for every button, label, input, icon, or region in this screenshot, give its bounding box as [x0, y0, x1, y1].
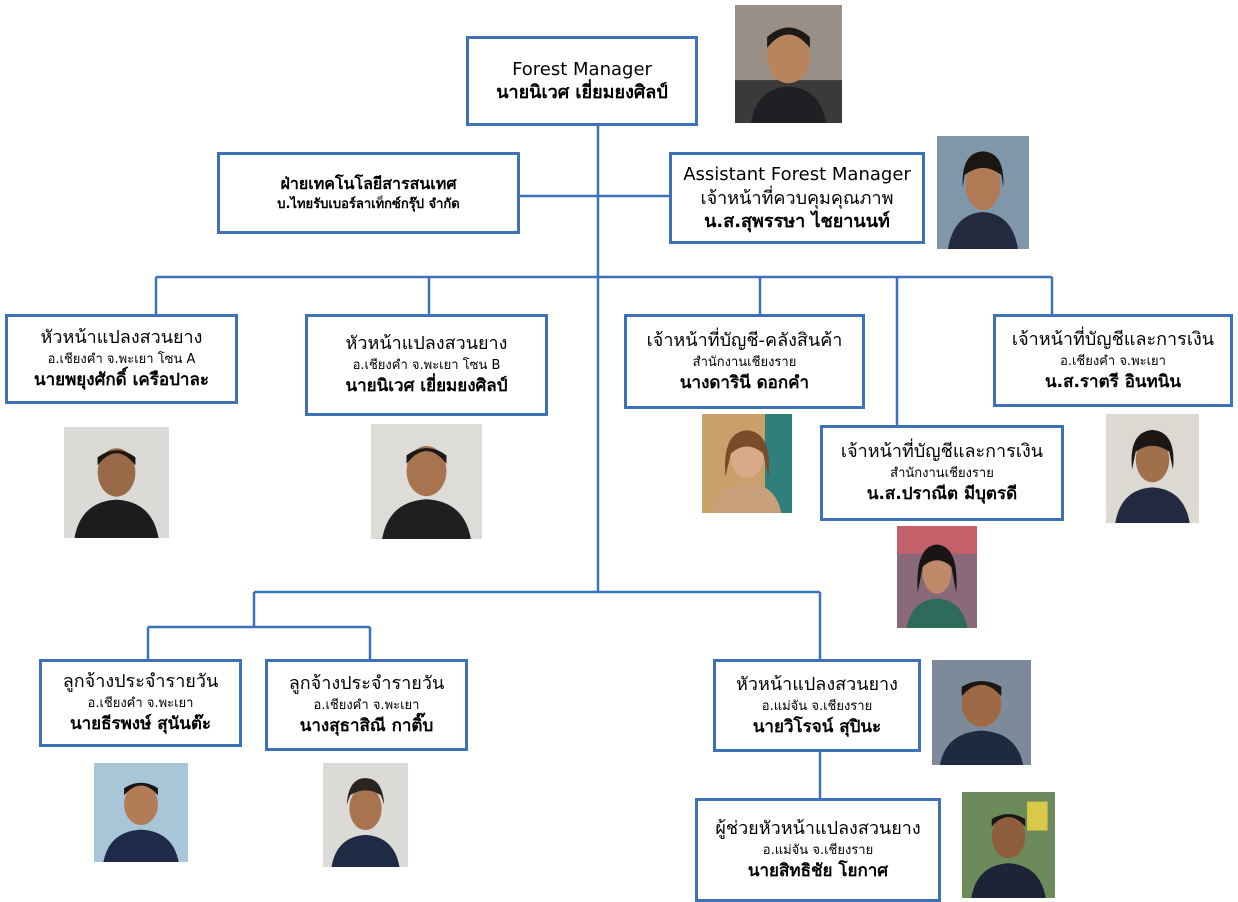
daily-1-title: ลูกจ้างประจำรายวัน [62, 671, 219, 692]
assistant-photo [937, 136, 1029, 249]
accounting-stock-title: เจ้าหน้าที่บัญชี-คลังสินค้า [646, 329, 843, 351]
daily-worker-2-box: ลูกจ้างประจำรายวัน อ.เชียงคำ จ.พะเยา นาง… [265, 659, 468, 751]
it-dept-title: ฝ่ายเทคโนโลยีสารสนเทศ [280, 173, 457, 193]
daily-1-name: นายธีรพงษ์ สุนันต๊ะ [69, 714, 212, 734]
finance-cr-name: น.ส.ปราณีต มีบุตรดี [866, 484, 1018, 504]
manager-name: นายนิเวศ เยี่ยมยงศิลป์ [496, 82, 668, 103]
head-mc-photo [932, 660, 1031, 765]
head-a-photo [64, 427, 169, 538]
manager-photo [735, 5, 842, 123]
finance-cr-location: สำนักงานเชียงราย [890, 466, 994, 481]
assistant-manager-box: Assistant Forest Manager เจ้าหน้าที่ควบค… [669, 152, 925, 244]
head-mc-title: หัวหน้าแปลงสวนยาง [736, 673, 898, 695]
finance-py-title: เจ้าหน้าที่บัญชีและการเงิน [1011, 328, 1215, 350]
assistant-head-maechan-box: ผู้ช่วยหัวหน้าแปลงสวนยาง อ.แม่จัน จ.เชีย… [695, 798, 941, 902]
head-b-title: หัวหน้าแปลงสวนยาง [345, 333, 508, 354]
head-a-location: อ.เชียงคำ จ.พะเยา โซน A [47, 352, 196, 367]
asst-head-mc-title: ผู้ช่วยหัวหน้าแปลงสวนยาง [715, 818, 921, 839]
daily-2-name: นางสุธาสิณี กาติ๊บ [299, 716, 434, 736]
asst-head-mc-photo [962, 792, 1055, 898]
finance-chiangrai-box: เจ้าหน้าที่บัญชีและการเงิน สำนักงานเชียง… [820, 425, 1064, 521]
asst-head-mc-name: นายสิทธิชัย โยกาศ [747, 861, 889, 881]
forest-manager-box: Forest Manager นายนิเวศ เยี่ยมยงศิลป์ [466, 36, 698, 126]
daily-2-title: ลูกจ้างประจำรายวัน [288, 673, 445, 694]
asst-head-mc-location: อ.แม่จัน จ.เชียงราย [762, 843, 874, 858]
it-department-box: ฝ่ายเทคโนโลยีสารสนเทศ บ.ไทยรับเบอร์ลาเท็… [217, 152, 520, 234]
daily-2-photo [323, 763, 408, 867]
head-mc-location: อ.แม่จัน จ.เชียงราย [761, 698, 873, 714]
assistant-position: เจ้าหน้าที่ควบคุมคุณภาพ [700, 188, 894, 209]
assistant-role: Assistant Forest Manager [683, 164, 911, 185]
head-a-title: หัวหน้าแปลงสวนยาง [40, 327, 203, 348]
head-a-name: นายพยุงศักดิ์ เครือปาละ [33, 370, 210, 390]
accounting-stock-photo [702, 414, 792, 513]
finance-py-name: น.ส.ราตรี อินทนิน [1045, 371, 1181, 392]
head-zone-b-box: หัวหน้าแปลงสวนยาง อ.เชียงคำ จ.พะเยา โซน … [305, 314, 548, 416]
finance-py-location: อ.เชียงคำ จ.พะเยา [1060, 353, 1166, 369]
head-b-location: อ.เชียงคำ จ.พะเยา โซน B [352, 358, 501, 373]
finance-py-photo [1106, 414, 1199, 523]
daily-2-location: อ.เชียงคำ จ.พะเยา [313, 698, 420, 713]
finance-cr-photo [897, 526, 977, 628]
accounting-stock-location: สำนักงานเชียงราย [692, 354, 797, 370]
head-mc-name: นายวิโรจน์ สุปินะ [752, 716, 882, 737]
manager-role: Forest Manager [512, 59, 652, 80]
head-b-photo [371, 424, 482, 539]
daily-1-photo [94, 763, 188, 862]
head-maechan-box: หัวหน้าแปลงสวนยาง อ.แม่จัน จ.เชียงราย นา… [713, 659, 921, 752]
daily-worker-1-box: ลูกจ้างประจำรายวัน อ.เชียงคำ จ.พะเยา นาย… [39, 659, 242, 747]
it-dept-company: บ.ไทยรับเบอร์ลาเท็กซ์กรุ๊ป จำกัด [277, 196, 460, 212]
accounting-stock-box: เจ้าหน้าที่บัญชี-คลังสินค้า สำนักงานเชีย… [624, 314, 865, 409]
accounting-stock-name: นางดารินี ดอกคำ [679, 372, 810, 393]
head-zone-a-box: หัวหน้าแปลงสวนยาง อ.เชียงคำ จ.พะเยา โซน … [5, 314, 238, 404]
daily-1-location: อ.เชียงคำ จ.พะเยา [87, 696, 194, 711]
assistant-name: น.ส.สุพรรษา ไชยานนท์ [704, 211, 890, 232]
head-b-name: นายนิเวศ เยี่ยมยงศิลป์ [345, 376, 508, 396]
finance-phayao-box: เจ้าหน้าที่บัญชีและการเงิน อ.เชียงคำ จ.พ… [993, 314, 1233, 407]
finance-cr-title: เจ้าหน้าที่บัญชีและการเงิน [840, 441, 1044, 462]
